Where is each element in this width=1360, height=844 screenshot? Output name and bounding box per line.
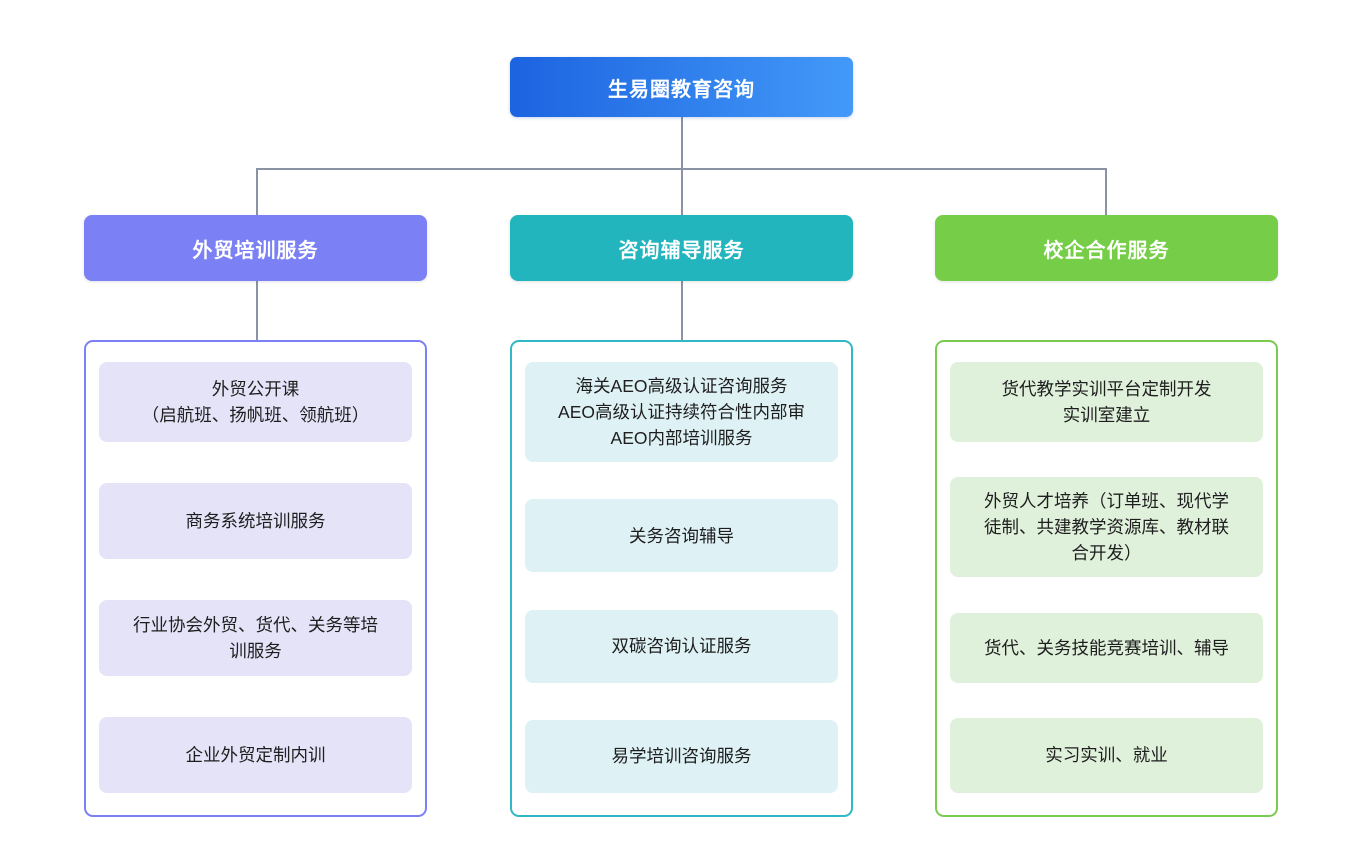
branch-header-label: 咨询辅导服务	[618, 239, 745, 262]
leaf-node: 行业协会外贸、货代、关务等培训服务	[99, 600, 412, 676]
root-node: 生易圈教育咨询	[510, 57, 853, 117]
leaf-line: 海关AEO高级认证咨询服务	[575, 376, 788, 396]
leaf-node: 实习实训、就业	[950, 717, 1263, 793]
leaf-line: 外贸人才培养（订单班、现代学徒制、共建教学资源库、教材联合开发）	[984, 491, 1229, 564]
branch-group-foreign-trade-training: 外贸公开课 （启航班、扬帆班、领航班） 商务系统培训服务 行业协会外贸、货代、关…	[84, 340, 427, 817]
leaf-node: 外贸人才培养（订单班、现代学徒制、共建教学资源库、教材联合开发）	[950, 477, 1263, 578]
leaf-line: （启航班、扬帆班、领航班）	[141, 405, 370, 425]
connector-drop-left	[256, 168, 258, 216]
connector-middle-branch-to-group	[681, 281, 683, 340]
leaf-node: 双碳咨询认证服务	[525, 609, 838, 683]
leaf-node: 企业外贸定制内训	[99, 717, 412, 793]
leaf-node: 关务咨询辅导	[525, 499, 838, 573]
leaf-node: 海关AEO高级认证咨询服务 AEO高级认证持续符合性内部审 AEO内部培训服务	[525, 362, 838, 462]
branch-header-foreign-trade-training: 外贸培训服务	[84, 215, 427, 281]
leaf-line: 实习实训、就业	[1045, 745, 1168, 766]
leaf-node: 货代、关务技能竞赛培训、辅导	[950, 612, 1263, 683]
leaf-node: 商务系统培训服务	[99, 483, 412, 559]
leaf-line: 外贸公开课	[211, 379, 300, 399]
connector-left-branch-to-group	[256, 281, 258, 340]
leaf-line: 行业协会外贸、货代、关务等培训服务	[133, 615, 378, 661]
leaf-line: 实训室建立	[1062, 405, 1151, 425]
leaf-line: 企业外贸定制内训	[185, 745, 326, 765]
root-node-label: 生易圈教育咨询	[608, 78, 755, 101]
leaf-node: 外贸公开课 （启航班、扬帆班、领航班）	[99, 362, 412, 442]
branch-header-label: 校企合作服务	[1043, 239, 1170, 262]
leaf-node: 货代教学实训平台定制开发 实训室建立	[950, 362, 1263, 442]
leaf-line: 易学培训咨询服务	[611, 746, 752, 767]
leaf-line: 关务咨询辅导	[629, 525, 734, 546]
leaf-line: 货代教学实训平台定制开发	[1001, 379, 1212, 399]
connector-root-stem	[681, 117, 683, 169]
connector-drop-right	[1105, 168, 1107, 216]
leaf-line: AEO内部培训服务	[610, 428, 753, 448]
branch-group-consulting-coaching: 海关AEO高级认证咨询服务 AEO高级认证持续符合性内部审 AEO内部培训服务 …	[510, 340, 853, 817]
leaf-node: 易学培训咨询服务	[525, 719, 838, 793]
branch-header-label: 外贸培训服务	[192, 239, 319, 262]
leaf-line: 双碳咨询认证服务	[611, 636, 752, 657]
leaf-line: 货代、关务技能竞赛培训、辅导	[984, 637, 1229, 658]
leaf-line: AEO高级认证持续符合性内部审	[558, 402, 805, 422]
connector-drop-middle	[681, 168, 683, 216]
branch-header-consulting-coaching: 咨询辅导服务	[510, 215, 853, 281]
branch-header-school-enterprise-cooperation: 校企合作服务	[935, 215, 1278, 281]
branch-group-school-enterprise-cooperation: 货代教学实训平台定制开发 实训室建立 外贸人才培养（订单班、现代学徒制、共建教学…	[935, 340, 1278, 817]
leaf-line: 商务系统培训服务	[185, 511, 326, 531]
